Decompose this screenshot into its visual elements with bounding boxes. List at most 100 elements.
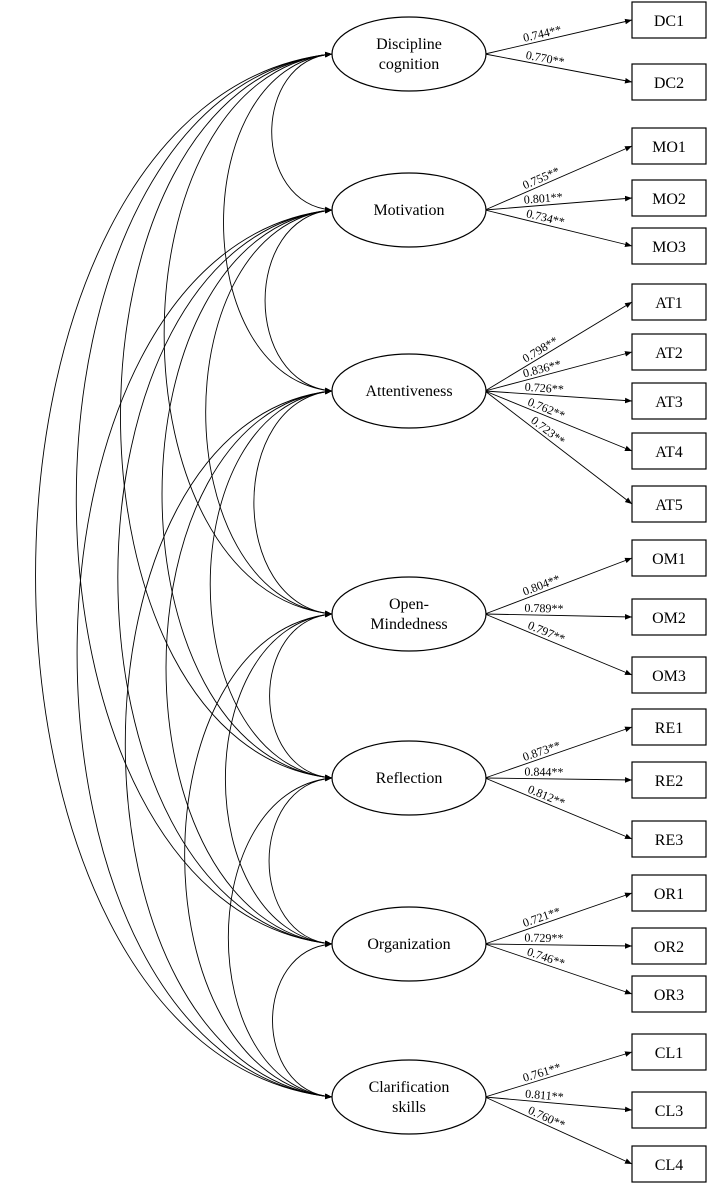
- indicator-box-om3: [631, 656, 707, 694]
- covariance-curve-dc-re: [120, 51, 333, 781]
- factor-ellipse-or: [331, 906, 487, 982]
- indicator-box-or1: [631, 874, 707, 912]
- loading-path-at4: [484, 390, 633, 452]
- indicator-box-at3: [631, 382, 707, 420]
- loading-value-om2: 0.789**: [524, 601, 563, 616]
- indicator-dc2: DC2: [631, 63, 707, 101]
- indicator-box-at2: [631, 333, 707, 371]
- factor-label-re: Reflection: [376, 770, 443, 787]
- loading-path-at3: [484, 390, 633, 404]
- loading-path-at1: [484, 301, 633, 392]
- loading-path-re2: [484, 777, 633, 783]
- loading-path-mo3: [484, 209, 633, 248]
- loading-value-mo2: 0.801**: [523, 190, 563, 207]
- loading-path-cl1: [484, 1051, 633, 1098]
- indicator-box-re3: [631, 820, 707, 858]
- indicator-label-mo3: MO3: [652, 239, 686, 256]
- indicator-label-cl1: CL1: [655, 1045, 683, 1062]
- covariance-curve-at-re: [209, 388, 333, 781]
- covariance-curve-mo-re: [161, 207, 333, 781]
- covariance-curve-dc-om: [163, 51, 333, 617]
- indicator-box-dc1: [631, 1, 707, 39]
- indicator-box-cl3: [631, 1091, 707, 1129]
- covariance-curve-mo-om: [205, 207, 333, 617]
- indicator-label-re2: RE2: [655, 773, 683, 790]
- factor-om: Open-Mindedness: [331, 576, 487, 652]
- indicator-om3: OM3: [631, 656, 707, 694]
- factor-label-om: Mindedness: [370, 616, 447, 633]
- factor-ellipse-cl: [331, 1059, 487, 1135]
- loading-path-om2: [484, 613, 633, 620]
- factor-ellipse-om: [331, 576, 487, 652]
- covariance-curve-mo-at: [264, 207, 333, 394]
- indicator-label-dc1: DC1: [654, 13, 684, 30]
- observed-indicators: DC1DC2MO1MO2MO3AT1AT2AT3AT4AT5OM1OM2OM3R…: [631, 1, 707, 1183]
- indicator-box-mo2: [631, 179, 707, 217]
- indicator-om1: OM1: [631, 539, 707, 577]
- indicator-cl1: CL1: [631, 1033, 707, 1071]
- factor-re: Reflection: [331, 740, 487, 816]
- loading-path-om3: [484, 613, 633, 676]
- indicator-at3: AT3: [631, 382, 707, 420]
- indicator-box-at4: [631, 432, 707, 470]
- indicator-box-or3: [631, 975, 707, 1013]
- indicator-re1: RE1: [631, 708, 707, 746]
- indicator-label-at4: AT4: [655, 444, 683, 461]
- loading-value-cl4: 0.760**: [526, 1103, 567, 1132]
- loading-path-dc1: [484, 18, 633, 55]
- loading-value-or1: 0.721**: [521, 904, 562, 930]
- indicator-label-at5: AT5: [655, 497, 683, 514]
- loading-path-or3: [484, 943, 633, 995]
- indicator-label-or3: OR3: [654, 987, 684, 1004]
- indicator-box-re2: [631, 761, 707, 799]
- loading-value-or2: 0.729**: [524, 931, 563, 946]
- loading-value-cl1: 0.761**: [521, 1060, 562, 1085]
- factor-ellipse-at: [331, 353, 487, 429]
- indicator-box-om2: [631, 598, 707, 636]
- covariance-curve-mo-or: [117, 207, 333, 947]
- indicator-box-om1: [631, 539, 707, 577]
- factor-label-dc: cognition: [379, 56, 439, 73]
- indicator-box-mo1: [631, 127, 707, 165]
- covariance-curve-dc-at: [223, 51, 333, 394]
- indicator-box-or2: [631, 927, 707, 965]
- indicator-or2: OR2: [631, 927, 707, 965]
- factor-at: Attentiveness: [331, 353, 487, 429]
- indicator-at2: AT2: [631, 333, 707, 371]
- factor-label-cl: skills: [392, 1099, 426, 1116]
- covariance-curve-mo-cl: [76, 207, 333, 1100]
- indicator-mo3: MO3: [631, 227, 707, 265]
- latent-factors: DisciplinecognitionMotivationAttentivene…: [331, 16, 487, 1135]
- indicator-cl4: CL4: [631, 1145, 707, 1183]
- covariance-curve-re-or: [268, 775, 333, 947]
- indicator-label-om3: OM3: [652, 668, 686, 685]
- indicator-label-dc2: DC2: [654, 75, 684, 92]
- indicator-at4: AT4: [631, 432, 707, 470]
- factor-ellipse-re: [331, 740, 487, 816]
- loading-value-re1: 0.873**: [521, 738, 562, 764]
- indicator-label-re1: RE1: [655, 720, 683, 737]
- indicator-cl3: CL3: [631, 1091, 707, 1129]
- factor-covariance-curves: [35, 51, 333, 1100]
- covariance-curve-at-cl: [124, 388, 333, 1100]
- indicator-label-mo2: MO2: [652, 191, 686, 208]
- factor-dc: Discipline cognition: [331, 16, 487, 92]
- factor-loading-paths: 0.744**0.770**0.755**0.801**0.734**0.798…: [484, 18, 633, 1165]
- loading-value-om3: 0.797**: [526, 618, 567, 646]
- covariance-curve-at-om: [253, 388, 333, 617]
- factor-or: Organization: [331, 906, 487, 982]
- indicator-label-at1: AT1: [655, 295, 683, 312]
- loading-path-cl4: [484, 1096, 633, 1165]
- loading-value-or3: 0.746**: [525, 944, 566, 970]
- indicator-label-re3: RE3: [655, 832, 683, 849]
- loading-value-mo3: 0.734**: [525, 206, 566, 229]
- indicator-label-or1: OR1: [654, 886, 684, 903]
- loading-value-dc1: 0.744**: [522, 22, 563, 44]
- factor-label-dc: Discipline: [376, 36, 442, 53]
- factor-ellipse-mo: [331, 172, 487, 248]
- indicator-label-mo1: MO1: [652, 139, 686, 156]
- indicator-label-at2: AT2: [655, 345, 683, 362]
- indicator-mo1: MO1: [631, 127, 707, 165]
- indicator-box-cl1: [631, 1033, 707, 1071]
- loading-path-dc2: [484, 53, 633, 84]
